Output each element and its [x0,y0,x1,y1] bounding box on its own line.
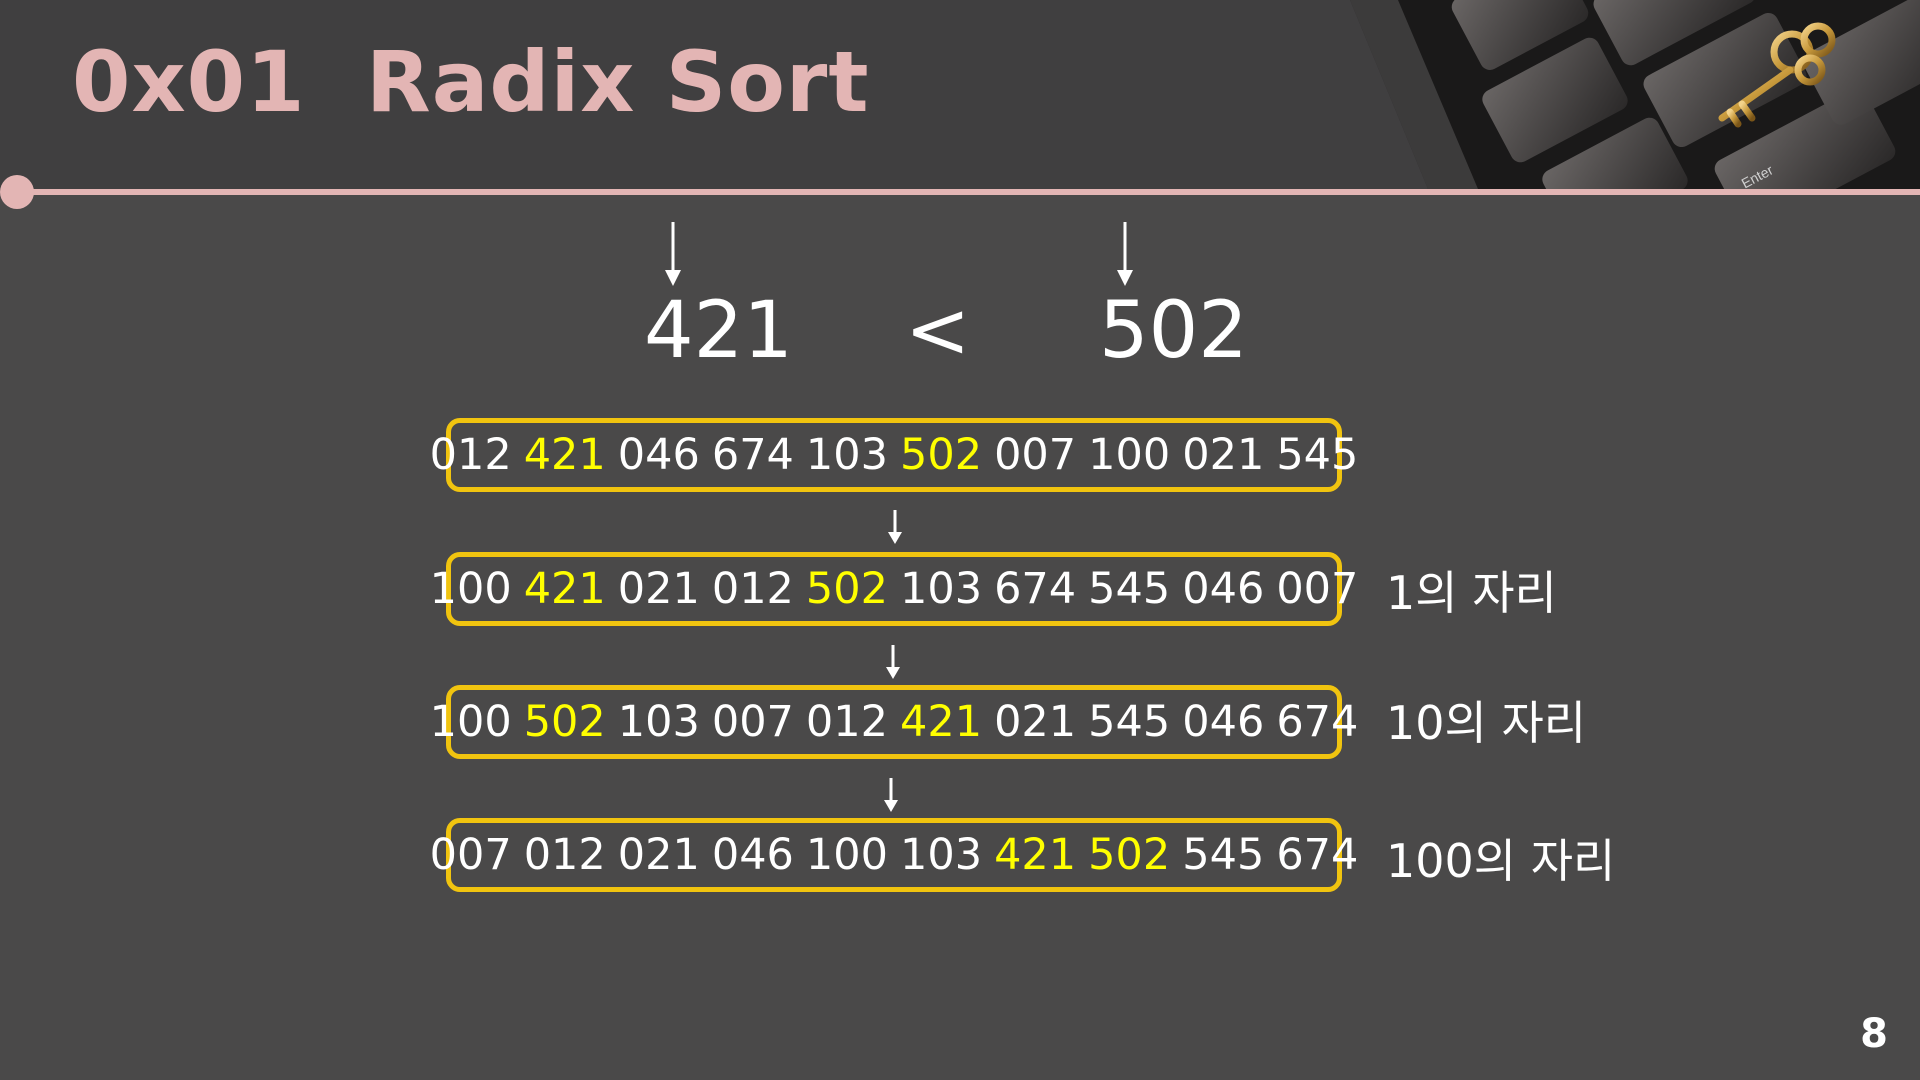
down-arrow-icon [888,510,902,544]
sequence-number: 012 [805,697,888,747]
sequence-number: 103 [900,830,983,880]
sequence-number: 100 [1088,430,1171,480]
sequence-number: 674 [994,564,1077,614]
sequence-number: 007 [994,430,1077,480]
sequence-number: 007 [1276,564,1359,614]
highlighted-number: 502 [1088,830,1171,880]
highlighted-number: 421 [523,430,606,480]
compare-operator: < [905,286,971,376]
pass-label-ones: 1의 자리 [1386,566,1557,620]
sequence-number: 046 [711,830,794,880]
sequence-number: 021 [994,697,1077,747]
sequence-number: 103 [900,564,983,614]
highlighted-number: 502 [900,430,983,480]
sequence-number: 674 [1276,830,1359,880]
sequence-number: 674 [1276,697,1359,747]
highlighted-number: 502 [805,564,888,614]
sequence-number: 100 [429,697,512,747]
sequence-number: 046 [1182,697,1265,747]
compare-right-number: 502 [1099,286,1248,376]
highlighted-number: 421 [523,564,606,614]
sequence-number: 007 [429,830,512,880]
highlighted-number: 421 [994,830,1077,880]
down-arrow-icon [884,778,898,812]
sequence-number: 046 [1182,564,1265,614]
pass-label-tens: 10의 자리 [1386,696,1587,750]
sequence-number: 012 [429,430,512,480]
sequence-number: 545 [1088,564,1171,614]
down-arrow-icon [665,222,681,286]
sequence-number: 545 [1182,830,1265,880]
page-number: 8 [1860,1011,1888,1057]
sequence-number: 103 [805,430,888,480]
highlighted-number: 421 [900,697,983,747]
sequence-number: 021 [617,830,700,880]
sequence-number: 012 [711,564,794,614]
sequence-number: 674 [711,430,794,480]
down-arrow-icon [1117,222,1133,286]
down-arrow-icon [886,645,900,679]
slide-title: 0x01 Radix Sort [72,33,870,131]
sequence-number: 545 [1276,430,1359,480]
sequence-number: 100 [805,830,888,880]
compare-left-number: 421 [644,286,793,376]
keyboard-key-photo: Enter [1350,0,1920,189]
highlighted-number: 502 [523,697,606,747]
sequence-number: 545 [1088,697,1171,747]
title-rule [18,189,1920,195]
sequence-number: 007 [711,697,794,747]
sequence-number: 021 [1182,430,1265,480]
title-rule-dot [0,175,34,209]
sequence-number: 012 [523,830,606,880]
sequence-number: 100 [429,564,512,614]
sequence-number: 103 [617,697,700,747]
pass-label-hundreds: 100의 자리 [1386,834,1616,888]
sequence-number: 046 [617,430,700,480]
sequence-number: 021 [617,564,700,614]
